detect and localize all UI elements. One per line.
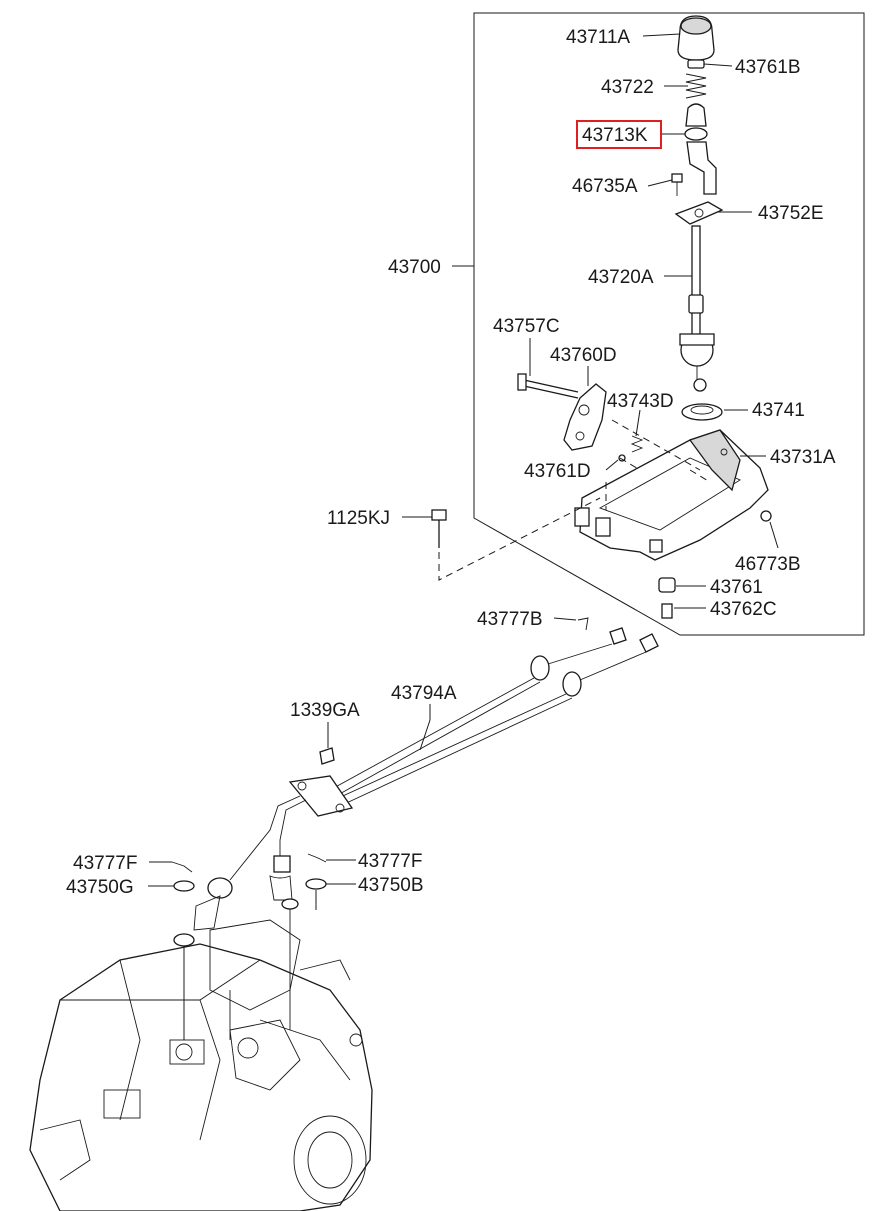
label-43741: 43741 — [752, 400, 805, 421]
bushing-ring — [681, 403, 723, 421]
shifter-housing — [574, 429, 769, 561]
label-43750B: 43750B — [358, 875, 424, 896]
label-43752E: 43752E — [758, 203, 824, 224]
grommet — [658, 577, 676, 619]
nut-1339GA — [319, 747, 335, 765]
label-46735A: 46735A — [572, 176, 638, 197]
label-1339GA: 1339GA — [290, 700, 360, 721]
shift-knob — [677, 15, 715, 61]
pin — [618, 454, 626, 462]
label-43700: 43700 — [388, 257, 441, 278]
transmission-case — [29, 919, 373, 1211]
label-43757C: 43757C — [493, 316, 560, 337]
label-43720A: 43720A — [588, 267, 654, 288]
washer-43750G — [173, 880, 195, 892]
label-43761: 43761 — [710, 577, 763, 598]
clip-43777B — [577, 617, 589, 631]
clip-46773B — [760, 510, 772, 522]
label-43794A: 43794A — [391, 683, 457, 704]
washer-43750B — [305, 878, 327, 890]
shift-cables — [193, 627, 659, 931]
screw — [671, 173, 683, 196]
clip-43777F-left — [171, 861, 193, 873]
label-43762C: 43762C — [710, 599, 777, 620]
assembly-outline — [473, 12, 865, 636]
label-43743D: 43743D — [607, 391, 674, 412]
bracket — [563, 383, 607, 451]
label-43777B: 43777B — [477, 609, 543, 630]
long-bolt — [517, 373, 579, 399]
clip-43777F-right — [307, 853, 327, 863]
small-spring — [630, 435, 644, 453]
label-43761D: 43761D — [524, 461, 591, 482]
label-43750G: 43750G — [66, 877, 134, 898]
label-1125KJ: 1125KJ — [327, 508, 390, 529]
mounting-stud — [173, 898, 299, 1040]
label-43761B: 43761B — [735, 57, 801, 78]
label-43777F-right: 43777F — [358, 851, 422, 872]
label-43722: 43722 — [601, 77, 654, 98]
label-43731A: 43731A — [770, 447, 836, 468]
label-43713K: 43713K — [582, 125, 648, 146]
plate — [674, 201, 724, 225]
retainer — [687, 59, 705, 69]
label-43711A: 43711A — [566, 27, 630, 48]
label-43760D: 43760D — [550, 345, 617, 366]
label-43777F-left: 43777F — [73, 853, 137, 874]
lever-rod — [679, 225, 715, 392]
label-46773B: 46773B — [735, 554, 801, 575]
bolt-1125KJ — [431, 509, 447, 548]
highlight-box-43713K — [576, 120, 662, 149]
spring — [685, 73, 707, 99]
boot-cover — [684, 103, 717, 195]
